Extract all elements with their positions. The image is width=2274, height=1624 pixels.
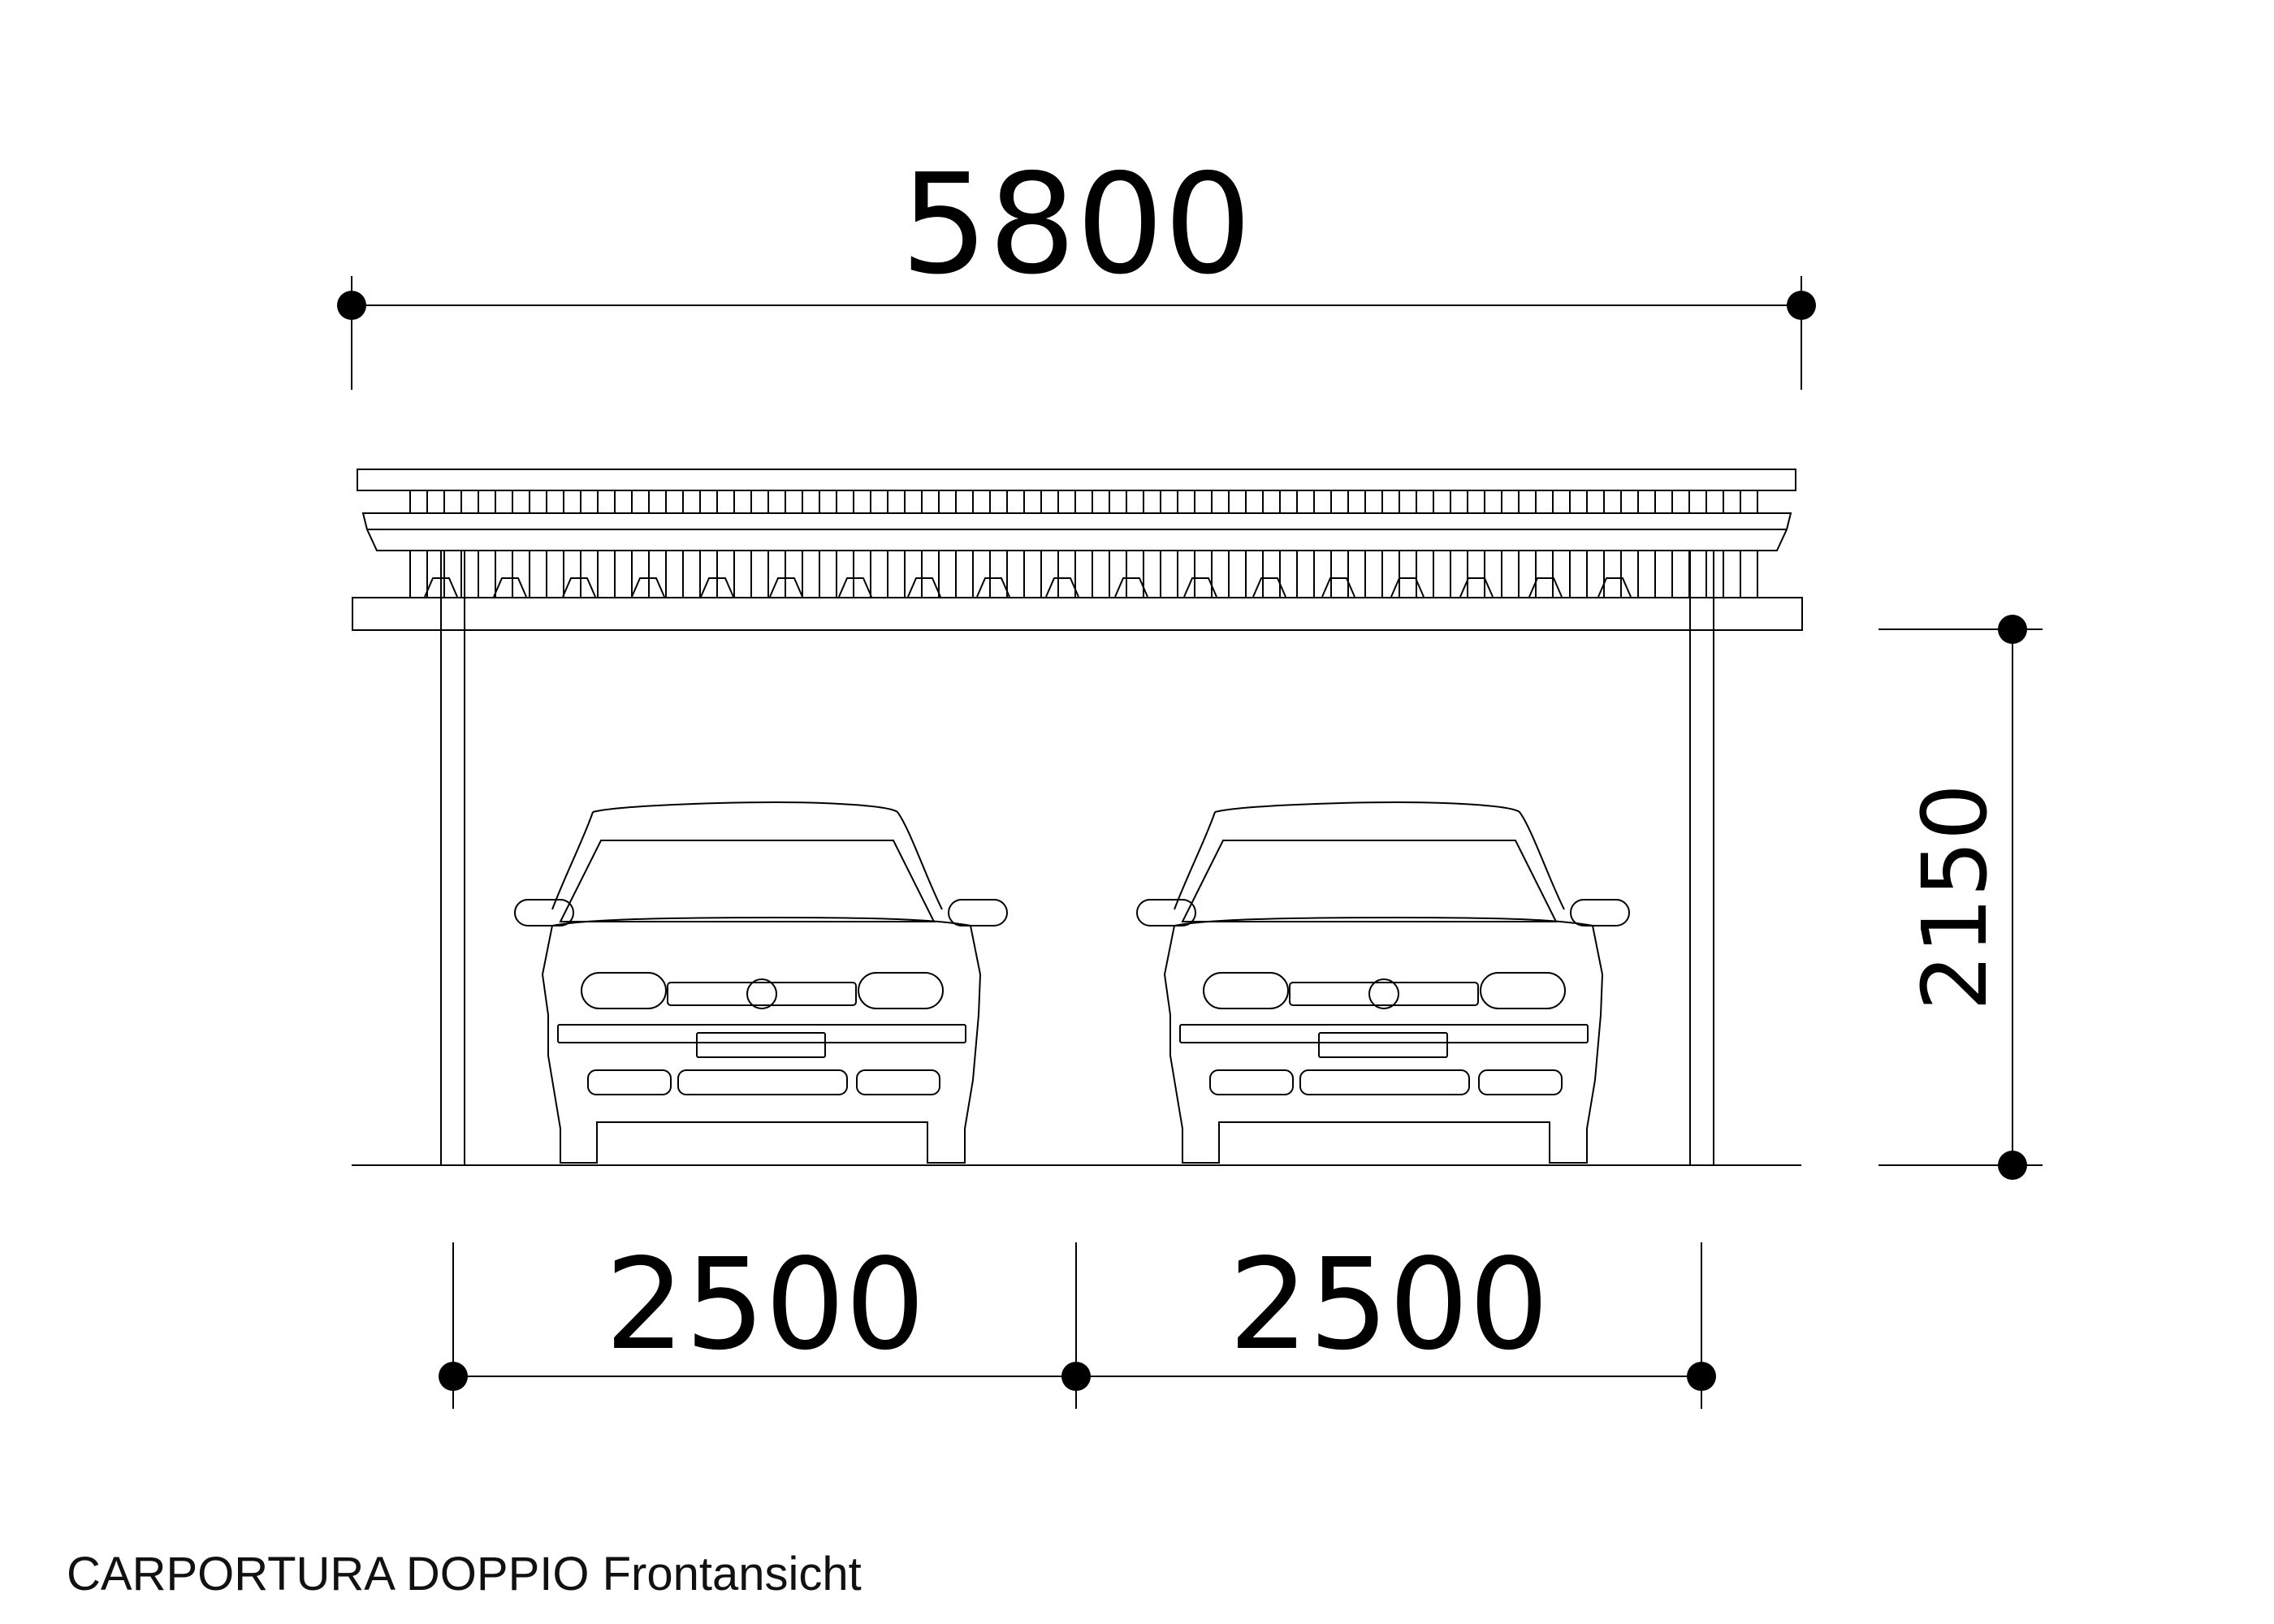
car-lower-intake bbox=[677, 1069, 848, 1095]
roof-bracket bbox=[1045, 577, 1079, 598]
bay-right-label: 2500 bbox=[1229, 1231, 1549, 1378]
car-pillar-left bbox=[1174, 811, 1216, 910]
drawing-caption: CARPORTURA DOPPIO Frontansicht bbox=[67, 1548, 862, 1600]
roof-rafters bbox=[409, 490, 1758, 598]
car-emblem bbox=[1368, 978, 1399, 1009]
car-right bbox=[1136, 801, 1630, 1164]
car-grille bbox=[667, 982, 857, 1006]
left-post bbox=[440, 550, 465, 1166]
car-windshield bbox=[559, 840, 936, 922]
bay-left-label: 2500 bbox=[605, 1231, 925, 1378]
car-fog-right bbox=[1478, 1069, 1563, 1095]
roof-bracket bbox=[1252, 577, 1286, 598]
carport-posts bbox=[440, 550, 1714, 1166]
roof-bracket bbox=[700, 577, 734, 598]
roof-bracket bbox=[1597, 577, 1632, 598]
car-headlight-left bbox=[581, 972, 667, 1009]
height-label: 2150 bbox=[1903, 784, 2007, 1011]
roof-bracket bbox=[1528, 577, 1563, 598]
roof-bracket bbox=[1459, 577, 1494, 598]
height-dimension: 2150 bbox=[1878, 615, 2043, 1180]
car-bumper bbox=[1179, 1024, 1589, 1043]
car-windshield bbox=[1181, 840, 1558, 922]
car-lower-intake bbox=[1299, 1069, 1470, 1095]
car-license-plate bbox=[696, 1032, 826, 1058]
car-emblem bbox=[746, 978, 777, 1009]
roof-bracket bbox=[1183, 577, 1217, 598]
roof-bracket bbox=[631, 577, 665, 598]
car-mirror-left bbox=[1136, 899, 1196, 926]
car-left bbox=[514, 801, 1008, 1164]
car-license-plate bbox=[1318, 1032, 1448, 1058]
car-mirror-right bbox=[1570, 899, 1630, 926]
car-grille bbox=[1289, 982, 1479, 1006]
bay-dimensions: 2500 2500 bbox=[439, 1231, 1716, 1409]
roof-bracket bbox=[769, 577, 803, 598]
car-pillar-left bbox=[551, 811, 594, 910]
car-mirror-right bbox=[948, 899, 1008, 926]
car-body bbox=[1163, 916, 1604, 1164]
car-fog-right bbox=[856, 1069, 940, 1095]
car-headlight-right bbox=[858, 972, 944, 1009]
car-roof bbox=[592, 801, 943, 910]
car-bumper bbox=[557, 1024, 966, 1043]
car-body bbox=[541, 916, 982, 1164]
total-width-dimension: 5800 bbox=[337, 145, 1816, 390]
roof-bracket bbox=[1114, 577, 1148, 598]
car-mirror-left bbox=[514, 899, 574, 926]
car-headlight-right bbox=[1480, 972, 1566, 1009]
car-fog-left bbox=[1209, 1069, 1294, 1095]
roof-bracket bbox=[976, 577, 1010, 598]
roof-bracket bbox=[907, 577, 941, 598]
car-roof bbox=[1214, 801, 1565, 910]
roof-bracket bbox=[838, 577, 872, 598]
roof-bracket bbox=[1390, 577, 1424, 598]
carport-roof bbox=[352, 469, 1803, 631]
total-width-label: 5800 bbox=[901, 145, 1252, 305]
right-post bbox=[1689, 550, 1714, 1166]
roof-bracket bbox=[1321, 577, 1355, 598]
roof-bracket bbox=[493, 577, 527, 598]
car-fog-left bbox=[587, 1069, 672, 1095]
roof-bracket bbox=[562, 577, 596, 598]
car-headlight-left bbox=[1203, 972, 1289, 1009]
